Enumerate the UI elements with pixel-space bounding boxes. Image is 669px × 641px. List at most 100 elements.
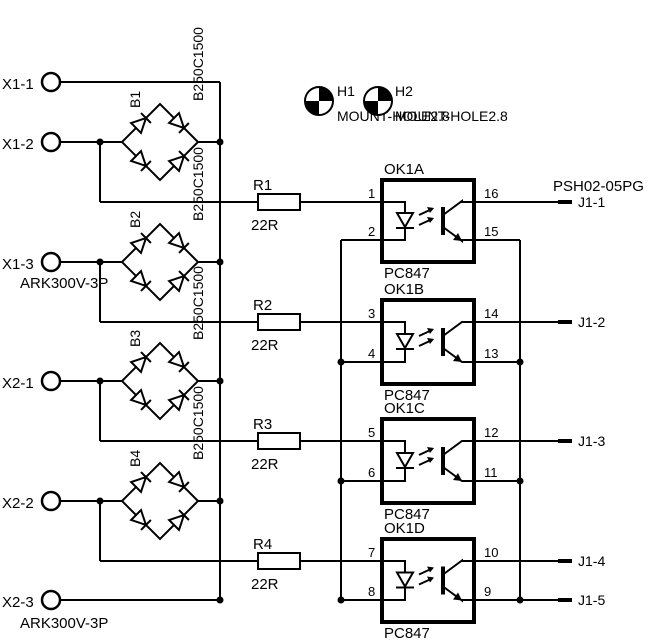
header-pin-4: J1-4 [558, 553, 605, 569]
connector-x1-2: X1-2 [2, 131, 62, 153]
opto-ref: OK1A [384, 161, 424, 178]
r3-ref: R3 [253, 416, 272, 433]
pin-number: 15 [484, 224, 498, 239]
wiring-right [340, 201, 560, 601]
led-icon [395, 452, 415, 470]
diode-icon [167, 111, 186, 130]
header-pin-4-label: J1-4 [578, 553, 605, 569]
diode-icon [167, 513, 186, 532]
header-pin-1-label: J1-1 [578, 194, 605, 210]
pin-number: 3 [368, 306, 375, 321]
pin-number: 5 [368, 425, 375, 440]
mounting-hole-h2: H2 MOUNT-HOLE2.8 [363, 83, 508, 124]
diode-icon [167, 350, 186, 369]
connector-x1-1: X1-1 [2, 71, 62, 93]
bridge-b1: B1 B250C1500 [120, 27, 206, 182]
diode-icon [129, 508, 148, 527]
bridge-b1-ref: B1 [127, 91, 143, 108]
pin-number: 9 [484, 584, 491, 599]
header-j1: PSH02-05PG J1-1 J1-2 J1-3 J1-4 J1-5 [553, 178, 644, 608]
pin-number: 6 [368, 465, 375, 480]
header-pin-2: J1-2 [558, 314, 605, 330]
pin-number: 1 [368, 186, 375, 201]
x1-3-label: X1-3 [2, 256, 34, 273]
pin-number: 10 [484, 545, 498, 560]
diode-icon [129, 355, 148, 374]
x1-2-label: X1-2 [2, 136, 34, 153]
opto-ref: OK1B [384, 281, 424, 298]
pin-number: 4 [368, 346, 375, 361]
wiring-left [60, 81, 382, 601]
connector-part-x1: ARK300V-3P [20, 275, 108, 292]
h1-value: MOUNT-HOLE2.8 [337, 108, 450, 124]
r2-ref: R2 [253, 297, 272, 314]
header-pin-5: J1-5 [558, 592, 605, 608]
r2-value: 22R [251, 337, 279, 354]
connector-x2-1: X2-1 [2, 370, 62, 392]
diode-icon [129, 475, 148, 494]
x2-2-label: X2-2 [2, 495, 34, 512]
opto-ref: OK1D [384, 520, 425, 537]
bridge-b3-ref: B3 [127, 330, 143, 347]
mounting-hole-h1: H1 MOUNT-HOLE2.8 [304, 83, 450, 124]
pin-number: 12 [484, 425, 498, 440]
pin-number: 16 [484, 186, 498, 201]
bridge-b4-value: B250C1500 [190, 386, 206, 460]
resistor-r3: R3 22R [251, 416, 301, 473]
r4-ref: R4 [253, 536, 272, 553]
resistor-r2: R2 22R [251, 297, 301, 354]
h2-ref: H2 [395, 83, 413, 99]
opto-ok1a: OK1A PC847 1 2 16 15 [368, 161, 498, 282]
junctions-left [96, 138, 224, 604]
bridge-b1-value: B250C1500 [190, 27, 206, 101]
opto-part: PC847 [384, 387, 430, 404]
diode-icon [167, 393, 186, 412]
x2-3-label: X2-3 [2, 594, 34, 611]
resistor-r4: R4 22R [251, 536, 301, 593]
r1-ref: R1 [253, 177, 272, 194]
pin-number: 13 [484, 346, 498, 361]
bridge-b2-ref: B2 [127, 211, 143, 228]
r4-value: 22R [251, 576, 279, 593]
diode-icon [167, 470, 186, 489]
r3-value: 22R [251, 456, 279, 473]
header-pin-1: J1-1 [558, 194, 605, 210]
header-pin-3-label: J1-3 [578, 433, 605, 449]
x1-1-label: X1-1 [2, 76, 34, 93]
opto-part: PC847 [384, 506, 430, 523]
bridge-b4-ref: B4 [127, 450, 143, 467]
r1-value: 22R [251, 217, 279, 234]
connector-x2-3: X2-3 [2, 589, 62, 611]
bridge-b3-value: B250C1500 [190, 266, 206, 340]
header-pin-3: J1-3 [558, 433, 605, 449]
diode-icon [167, 274, 186, 293]
opto-part: PC847 [384, 625, 430, 641]
pin-number: 7 [368, 545, 375, 560]
header-part: PSH02-05PG [553, 178, 644, 195]
diode-icon [167, 154, 186, 173]
opto-ref: OK1C [384, 400, 425, 417]
diode-icon [129, 116, 148, 135]
optocouplers: OK1APC847121615OK1BPC847341413OK1CPC8475… [368, 161, 498, 641]
diode-icon [167, 231, 186, 250]
h1-ref: H1 [337, 83, 355, 99]
diode-icon [129, 388, 148, 407]
opto-ok1c: OK1C PC847 5 6 12 11 [368, 400, 498, 523]
led-icon [395, 212, 415, 230]
header-pin-5-label: J1-5 [578, 592, 605, 608]
resistor-r1: R1 22R [251, 177, 301, 234]
bridge-b3: B3 B250C1500 [120, 266, 206, 421]
led-icon [395, 333, 415, 351]
connector-x1-3: X1-3 [2, 251, 62, 273]
pin-number: 2 [368, 224, 375, 239]
opto-part: PC847 [384, 265, 430, 282]
bridge-b2-value: B250C1500 [190, 147, 206, 221]
bridge-b4: B4 B250C1500 [120, 386, 206, 541]
diode-icon [129, 269, 148, 288]
diode-icon [129, 149, 148, 168]
header-pin-2-label: J1-2 [578, 314, 605, 330]
pin-number: 11 [484, 465, 498, 480]
